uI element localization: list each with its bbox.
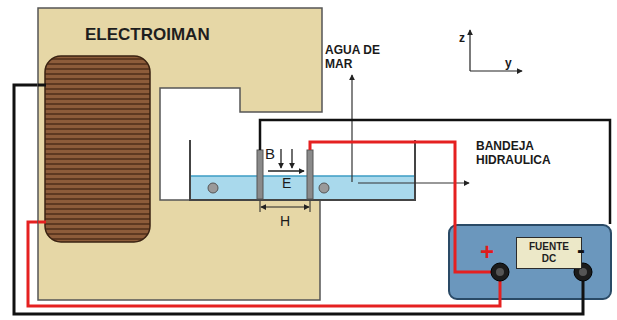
particle [208,183,218,193]
electric-field-arrow [268,170,304,171]
negative-sign: - [577,236,585,264]
negative-terminal [574,263,592,281]
electrode-wire [260,120,610,224]
electrode-wire [310,142,491,272]
electromagnet-shape [38,8,322,300]
terminal-hole [496,268,504,276]
electromagnet-group [38,8,322,300]
terminal-hole [579,268,587,276]
hydraulic-tray [190,140,415,200]
text-holder: y [505,53,512,71]
seawater-arrow [351,75,352,182]
magnet-core [38,8,322,300]
tray-arrow [358,182,469,183]
coil [45,56,150,242]
text-holder: E [282,174,291,192]
electromagnet: ELECTROIMAN [38,8,322,300]
dimension-tick [260,201,261,212]
particle [319,183,329,193]
terminal-lead [499,281,502,300]
dimension-label: H [280,213,290,230]
dimension-line [261,207,309,208]
axis-label: z [459,31,465,45]
tray-label: BANDEJA HIDRAULICA [476,139,598,167]
text-holder: AGUA DE MAR [325,43,391,72]
dc-power-supply: FUENTE DC + - [448,224,612,300]
water-surface [191,175,414,177]
y-axis [470,70,522,71]
axis-label: y [505,56,512,70]
coil-lead [38,84,46,87]
text-holder: B [265,145,275,163]
field-symbol: E [282,175,291,192]
magnetic-field-arrow [291,149,292,168]
positive-terminal [491,263,509,281]
magnet-title: ELECTROIMAN [85,25,210,45]
text-holder: z [459,28,465,46]
text-holder: BANDEJA HIDRAULICA [476,139,598,168]
terminal-lead [582,281,585,300]
text-holder: ELECTROIMAN [85,25,210,45]
dimension-tick [310,201,311,212]
text-holder: H [280,212,290,230]
coil-lead [38,221,46,224]
seawater-label: AGUA DE MAR [325,43,391,71]
text-holder: FUENTE DC [516,237,582,269]
z-axis [469,30,470,71]
electrode-plate [307,150,313,199]
field-symbol: B [265,145,275,163]
text-holder: - [577,236,585,264]
supply-display: FUENTE DC [516,237,582,269]
magnetic-field-arrow [280,149,281,168]
positive-sign: + [480,238,494,266]
electrode-plate [257,150,263,199]
seawater [191,176,414,199]
text-holder: + [480,238,494,266]
